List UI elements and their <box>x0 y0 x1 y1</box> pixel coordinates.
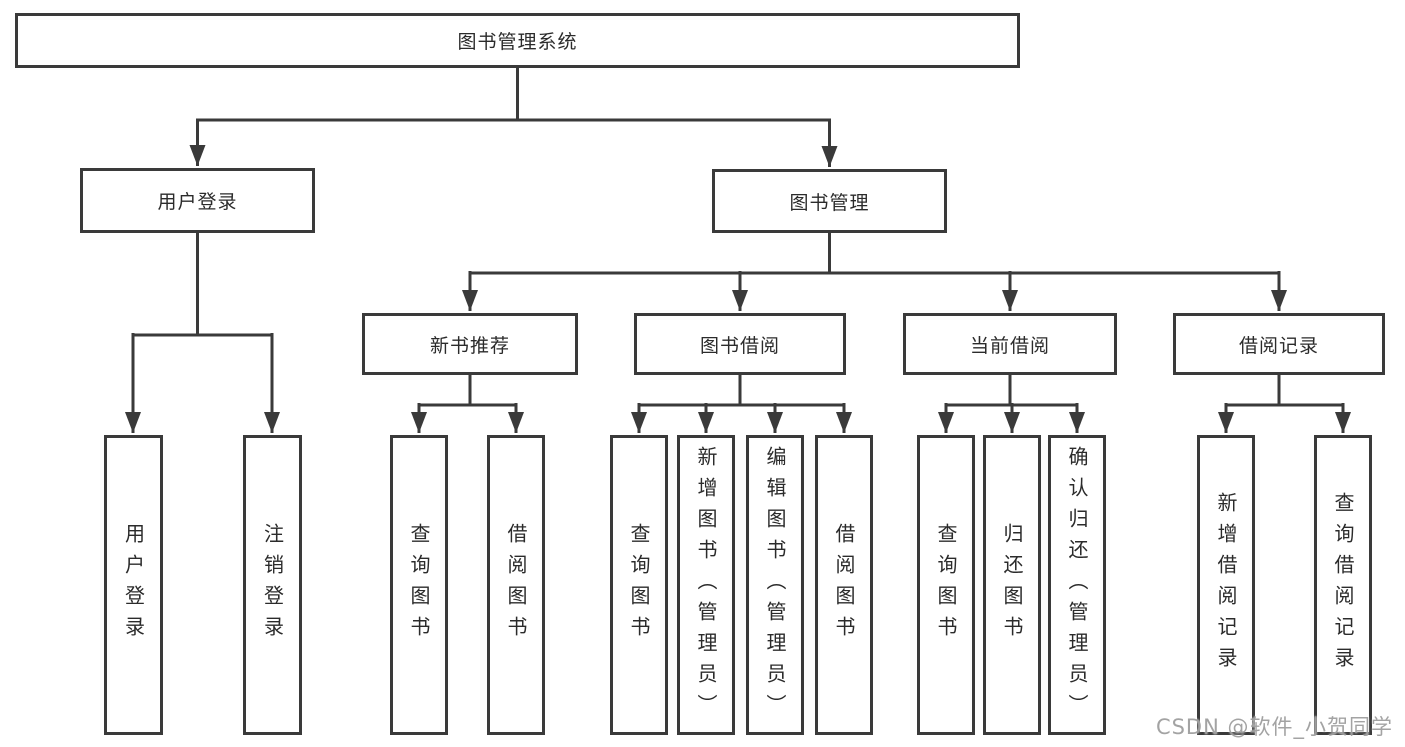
node-book-management: 图书管理 <box>712 169 947 233</box>
leaf-query-borrow-record-label: 查询借阅记录 <box>1331 492 1355 678</box>
node-root: 图书管理系统 <box>15 13 1020 68</box>
leaf-borrow-query-books: 查询图书 <box>610 435 668 735</box>
leaf-user-login-label: 用户登录 <box>121 523 146 647</box>
leaf-newbook-borrow-books-label: 借阅图书 <box>504 523 528 647</box>
node-user-login-label: 用户登录 <box>157 191 238 213</box>
leaf-borrow-books: 借阅图书 <box>815 435 873 735</box>
leaf-current-query-books-label: 查询图书 <box>934 523 958 647</box>
node-borrow-records: 借阅记录 <box>1173 313 1385 375</box>
leaf-logout: 注销登录 <box>243 435 302 735</box>
leaf-newbook-borrow-books: 借阅图书 <box>487 435 545 735</box>
leaf-edit-books-admin-label: 编辑图书（管理员） <box>763 445 787 725</box>
csdn-watermark: CSDN @软件_小贺同学 <box>1155 715 1393 739</box>
leaf-user-login: 用户登录 <box>104 435 163 735</box>
leaf-borrow-query-books-label: 查询图书 <box>627 523 651 647</box>
leaf-current-query-books: 查询图书 <box>917 435 975 735</box>
node-book-borrow: 图书借阅 <box>634 313 846 375</box>
node-borrow-records-label: 借阅记录 <box>1238 334 1319 357</box>
leaf-confirm-return-admin-label: 确认归还（管理员） <box>1065 445 1089 725</box>
node-new-book-recommend: 新书推荐 <box>362 313 578 375</box>
leaf-query-borrow-record: 查询借阅记录 <box>1314 435 1372 735</box>
node-book-borrow-label: 图书借阅 <box>699 334 780 357</box>
leaf-return-books-label: 归还图书 <box>1000 523 1024 647</box>
leaf-confirm-return-admin: 确认归还（管理员） <box>1048 435 1106 735</box>
leaf-add-books-admin: 新增图书（管理员） <box>677 435 735 735</box>
leaf-logout-label: 注销登录 <box>260 523 285 647</box>
node-root-label: 图书管理系统 <box>457 31 578 53</box>
leaf-newbook-query-books-label: 查询图书 <box>407 523 431 647</box>
leaf-add-books-admin-label: 新增图书（管理员） <box>694 445 718 725</box>
leaf-add-borrow-record-label: 新增借阅记录 <box>1214 492 1238 678</box>
leaf-return-books: 归还图书 <box>983 435 1041 735</box>
leaf-edit-books-admin: 编辑图书（管理员） <box>746 435 804 735</box>
leaf-newbook-query-books: 查询图书 <box>390 435 448 735</box>
node-current-borrow: 当前借阅 <box>903 313 1117 375</box>
leaf-borrow-books-label: 借阅图书 <box>832 523 856 647</box>
node-new-book-recommend-label: 新书推荐 <box>429 334 510 357</box>
node-book-management-label: 图书管理 <box>789 191 870 214</box>
node-current-borrow-label: 当前借阅 <box>969 334 1050 357</box>
node-user-login: 用户登录 <box>80 168 315 233</box>
leaf-add-borrow-record: 新增借阅记录 <box>1197 435 1255 735</box>
